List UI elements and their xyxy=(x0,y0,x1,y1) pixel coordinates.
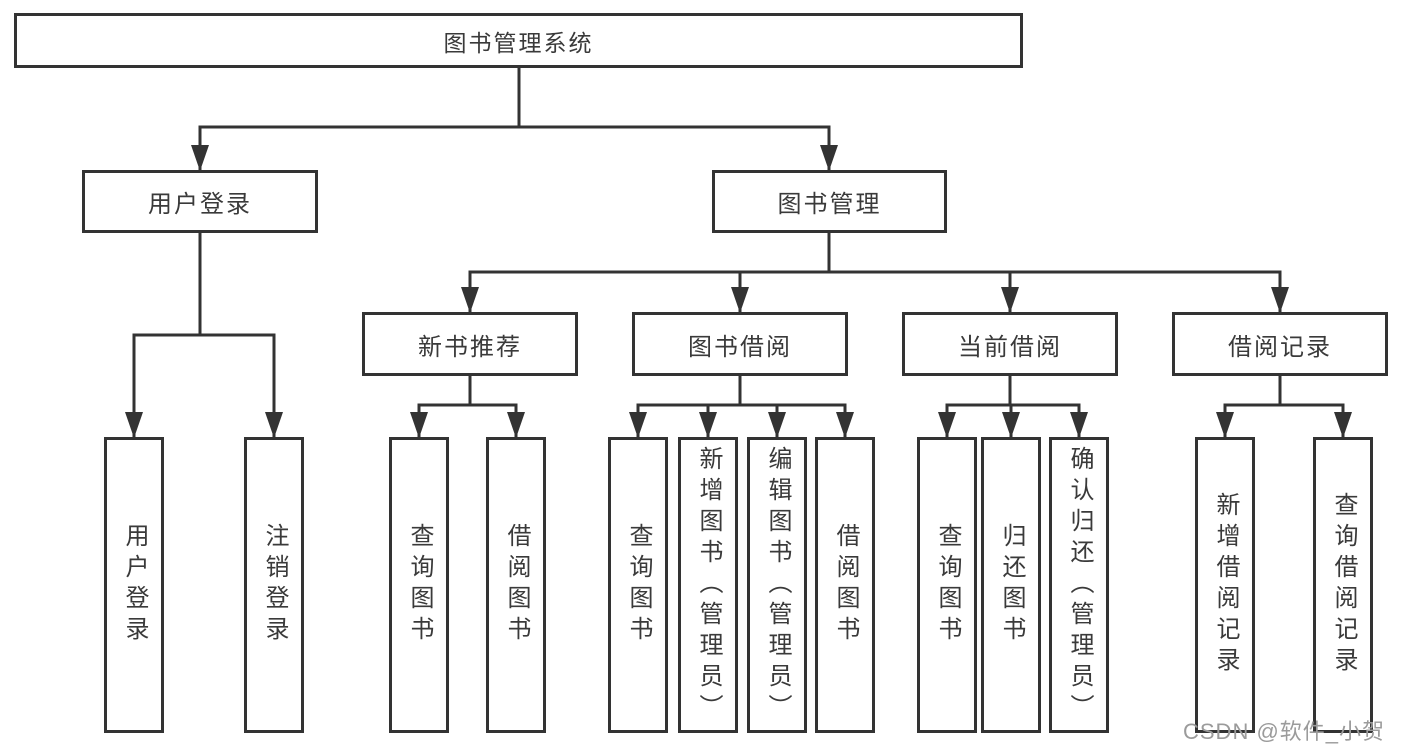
leaf-query-books-borrow: 查询图书 xyxy=(608,437,668,733)
connector-arrows xyxy=(125,127,1352,438)
node-current-borrow: 当前借阅 xyxy=(902,312,1118,376)
node-user-login: 用户登录 xyxy=(82,170,318,233)
leaf-user-login: 用户登录 xyxy=(104,437,164,733)
leaf-query-books-recommend-label: 查询图书 xyxy=(406,523,433,647)
leaf-user-login-label: 用户登录 xyxy=(121,523,148,647)
leaf-confirm-return-admin-label: 确认归还（管理员） xyxy=(1066,445,1093,725)
leaf-borrow-books: 借阅图书 xyxy=(815,437,875,733)
leaf-add-borrow-record-label: 新增借阅记录 xyxy=(1212,492,1239,678)
node-book-borrow: 图书借阅 xyxy=(632,312,848,376)
leaf-borrow-books-recommend: 借阅图书 xyxy=(486,437,546,733)
leaf-query-borrow-record-label: 查询借阅记录 xyxy=(1330,492,1357,678)
leaf-query-books-borrow-label: 查询图书 xyxy=(625,523,652,647)
watermark: CSDN @软件_小贺同学 xyxy=(1183,719,1386,744)
leaf-add-books-admin: 新增图书（管理员） xyxy=(678,437,738,733)
leaf-confirm-return-admin: 确认归还（管理员） xyxy=(1049,437,1109,733)
leaf-query-books-recommend: 查询图书 xyxy=(389,437,449,733)
node-borrow-record: 借阅记录 xyxy=(1172,312,1388,376)
leaf-add-borrow-record: 新增借阅记录 xyxy=(1195,437,1255,733)
node-book-management: 图书管理 xyxy=(712,170,947,233)
leaf-logout-label: 注销登录 xyxy=(261,523,288,647)
leaf-edit-books-admin: 编辑图书（管理员） xyxy=(747,437,807,733)
leaf-return-books-label: 归还图书 xyxy=(998,523,1025,647)
leaf-borrow-books-recommend-label: 借阅图书 xyxy=(503,523,530,647)
leaf-query-borrow-record: 查询借阅记录 xyxy=(1313,437,1373,733)
leaf-query-books-current-label: 查询图书 xyxy=(934,523,961,647)
connector-rails xyxy=(132,66,1345,407)
leaf-logout: 注销登录 xyxy=(244,437,304,733)
leaf-borrow-books-label: 借阅图书 xyxy=(832,523,859,647)
leaf-edit-books-admin-label: 编辑图书（管理员） xyxy=(764,445,791,725)
node-new-book-recommend: 新书推荐 xyxy=(362,312,578,376)
node-library-system: 图书管理系统 xyxy=(14,13,1023,68)
leaf-add-books-admin-label: 新增图书（管理员） xyxy=(695,445,722,725)
leaf-query-books-current: 查询图书 xyxy=(917,437,977,733)
leaf-return-books: 归还图书 xyxy=(981,437,1041,733)
